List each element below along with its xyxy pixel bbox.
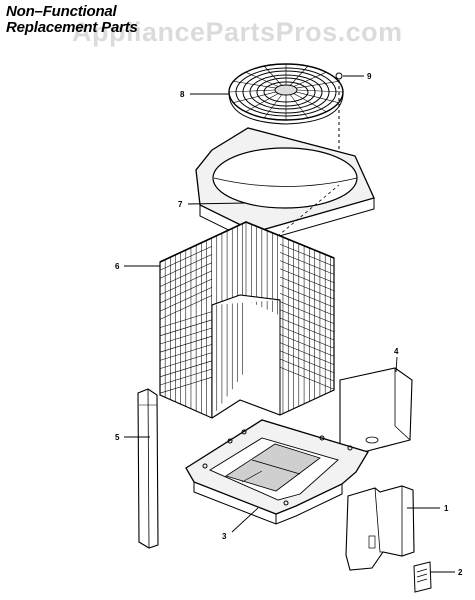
callout-2: 2 <box>458 568 463 577</box>
grille-screw[interactable] <box>335 72 343 185</box>
callout-7: 7 <box>178 200 183 209</box>
coil-guard[interactable] <box>159 221 335 419</box>
callout-labels: 8 9 7 6 4 5 3 1 2 <box>115 72 463 577</box>
corner-panel[interactable] <box>345 485 415 571</box>
callout-1: 1 <box>444 504 449 513</box>
callout-4: 4 <box>394 347 399 356</box>
callout-9: 9 <box>367 72 372 81</box>
callout-6: 6 <box>115 262 120 271</box>
diagram-title-line2: Replacement Parts <box>6 19 138 36</box>
callout-5: 5 <box>115 433 120 442</box>
top-cover[interactable] <box>195 127 375 244</box>
leader-lines <box>124 75 455 573</box>
watermark: AppliancePartsPros.com <box>72 17 403 47</box>
callout-8: 8 <box>180 90 185 99</box>
rating-plate[interactable] <box>413 561 432 593</box>
control-box-cover[interactable] <box>339 367 413 456</box>
callout-3: 3 <box>222 532 227 541</box>
base-pan[interactable] <box>185 419 369 525</box>
diagram-title-line1: Non–Functional <box>6 3 117 20</box>
corner-post[interactable] <box>137 388 159 549</box>
fan-grille[interactable] <box>228 63 344 125</box>
